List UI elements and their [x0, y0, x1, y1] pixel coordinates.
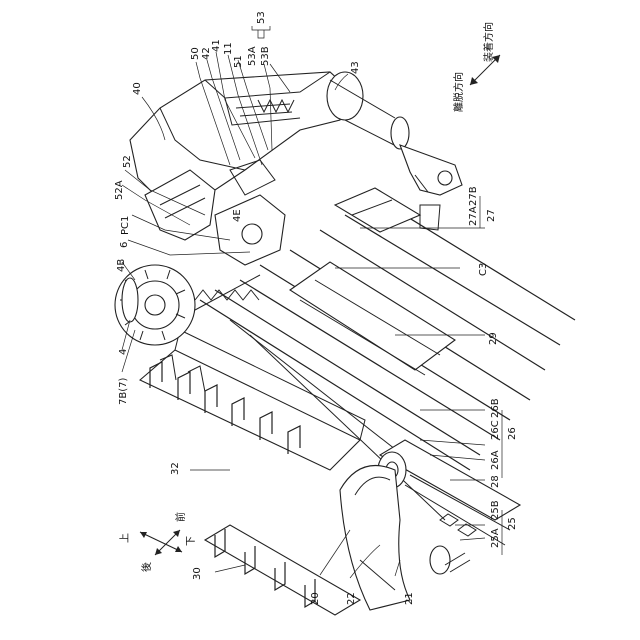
- label-27B: 27B: [468, 186, 479, 206]
- label-40: 40: [132, 82, 143, 95]
- label-26: 26: [507, 427, 518, 440]
- front-label: 前: [174, 512, 187, 522]
- label-20: 20: [310, 592, 321, 605]
- label-PC1: PC1: [120, 216, 131, 235]
- detach-direction-label: 離脱方向: [452, 72, 465, 112]
- label-53: 53: [256, 11, 267, 24]
- label-25A: 25A: [490, 528, 501, 548]
- label-21: 21: [404, 592, 415, 605]
- label-41: 41: [211, 39, 222, 52]
- label-43: 43: [350, 61, 361, 74]
- label-4: 4: [118, 349, 129, 355]
- label-27A: 27A: [468, 206, 479, 226]
- label-22: 22: [346, 592, 357, 605]
- label-26B: 26B: [490, 398, 501, 418]
- label-26C: 26C: [490, 420, 501, 440]
- label-51: 51: [233, 55, 244, 68]
- up-label: 上: [119, 533, 131, 543]
- label-27: 27: [486, 209, 497, 222]
- label-52A: 52A: [114, 180, 125, 200]
- label-C3: C3: [478, 263, 489, 276]
- rear-label: 後: [140, 562, 153, 572]
- label-29: 29: [488, 332, 499, 345]
- label-28: 28: [490, 475, 501, 488]
- label-7B: 7B(7): [118, 378, 129, 405]
- label-6: 6: [119, 242, 130, 248]
- down-label: 下: [186, 536, 197, 546]
- label-30: 30: [192, 567, 203, 580]
- label-11: 11: [223, 42, 234, 55]
- attach-direction-label: 装着方向: [482, 22, 495, 62]
- mechanism-lineart: [115, 72, 575, 615]
- label-25: 25: [507, 517, 518, 530]
- label-25B: 25B: [490, 500, 501, 520]
- label-32: 32: [170, 462, 181, 475]
- label-4B: 4B: [116, 259, 127, 272]
- label-4E: 4E: [232, 209, 243, 222]
- label-50: 50: [190, 47, 201, 60]
- label-26A: 26A: [490, 450, 501, 470]
- label-53A: 53A: [247, 46, 258, 66]
- label-53B: 53B: [260, 46, 271, 66]
- label-52: 52: [122, 155, 133, 168]
